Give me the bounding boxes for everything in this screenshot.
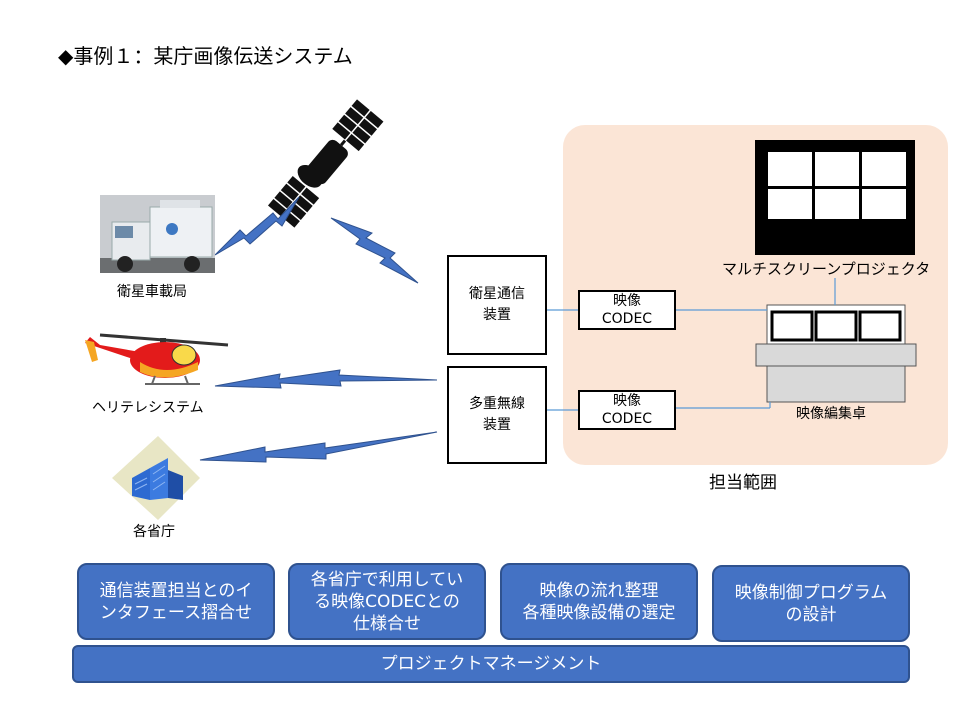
lightning-bolts: [199, 196, 438, 463]
lightning-bolt-ministry: [199, 431, 438, 463]
lightning-bolt-vehicle: [214, 196, 300, 256]
project-management-bar: プロジェクトマネージメント: [72, 645, 910, 683]
connectors: [547, 278, 836, 411]
vehicle-icon: [100, 195, 215, 273]
helicopter-icon: [85, 333, 229, 385]
projector-label: マルチスクリーンプロジェクタ: [722, 260, 931, 278]
helicopter-label: ヘリテレシステム: [92, 400, 204, 416]
codec-box-top: 映像 CODEC: [578, 290, 676, 330]
multiplex-radio-device-box: 多重無線 装置: [447, 366, 547, 464]
page-title: ◆事例１：某庁画像伝送システム: [58, 44, 353, 68]
ministry-building-icon: [112, 436, 200, 520]
scope-label: 担当範囲: [709, 473, 777, 493]
task-video-flow-equipment: 映像の流れ整理 各種映像設備の選定: [500, 563, 698, 640]
task-interface-coordination: 通信装置担当とのイ ンタフェース摺合せ: [77, 563, 275, 640]
vehicle-label: 衛星車載局: [117, 284, 187, 300]
video-editing-console: [755, 304, 917, 403]
codec-box-bottom: 映像 CODEC: [578, 390, 676, 430]
console-label: 映像編集卓: [796, 406, 866, 422]
ministry-label: 各省庁: [133, 524, 175, 540]
satellite-icon: [265, 97, 386, 230]
lightning-bolt-helicopter: [214, 369, 438, 389]
lightning-bolt-satellite: [330, 217, 419, 284]
projector-icon: [755, 140, 915, 255]
task-control-program-design: 映像制御プログラム の設計: [712, 565, 910, 642]
satellite-comm-device-box: 衛星通信 装置: [447, 255, 547, 355]
task-codec-specification: 各省庁で利用してい る映像CODECとの 仕様合せ: [288, 563, 486, 640]
